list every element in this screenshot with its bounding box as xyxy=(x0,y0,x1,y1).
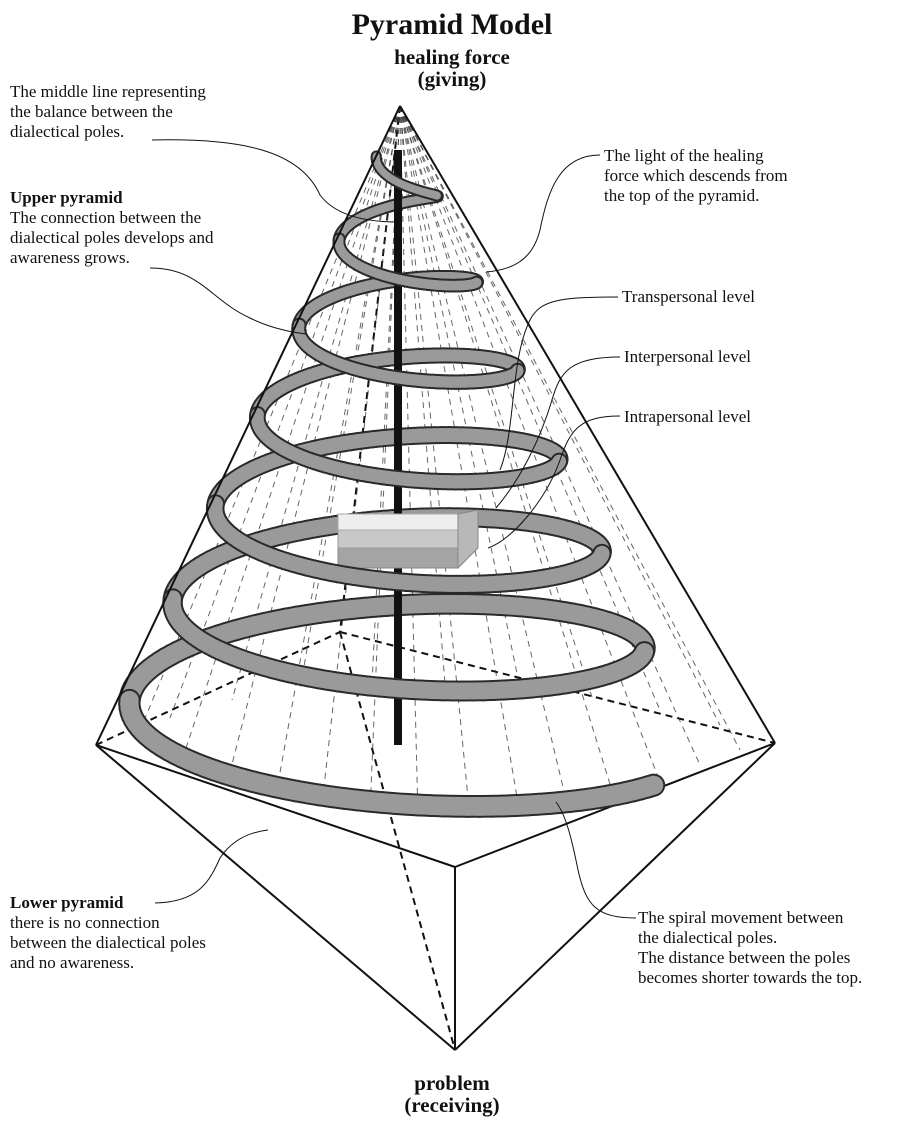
annotation-line: The light of the healing xyxy=(604,146,788,166)
level-block-side xyxy=(458,510,478,568)
lower-pyramid-heading: Lower pyramid xyxy=(10,893,206,913)
middle-line-annotation: The middle line representing the balance… xyxy=(10,82,206,142)
top-pole-line-1: healing force xyxy=(252,46,652,68)
annotation-line: between the dialectical poles xyxy=(10,933,206,953)
bottom-pole-line-1: problem xyxy=(302,1072,602,1094)
bottom-pole-line-2: (receiving) xyxy=(302,1094,602,1116)
spiral-annotation: The spiral movement between the dialecti… xyxy=(638,908,862,988)
upper-pyramid-annotation: Upper pyramid The connection between the… xyxy=(10,188,213,268)
level-blocks xyxy=(338,510,478,568)
interpersonal-block xyxy=(338,530,458,548)
annotation-line: becomes shorter towards the top. xyxy=(638,968,862,988)
intrapersonal-block xyxy=(338,548,458,568)
annotation-line: The connection between the xyxy=(10,208,213,228)
light-ray xyxy=(400,106,418,816)
annotation-line: The distance between the poles xyxy=(638,948,862,968)
light-ray xyxy=(400,106,520,815)
transpersonal-block xyxy=(338,514,458,530)
page-title: Pyramid Model xyxy=(252,8,652,42)
lower-pyramid-annotation: Lower pyramid there is no connection bet… xyxy=(10,893,206,973)
annotation-line: awareness grows. xyxy=(10,248,213,268)
annotation-line: and no awareness. xyxy=(10,953,206,973)
transpersonal-level-label: Transpersonal level xyxy=(622,287,755,307)
intrapersonal-level-label: Intrapersonal level xyxy=(624,407,751,427)
top-pole-label: healing force (giving) xyxy=(252,46,652,90)
annotation-line: dialectical poles. xyxy=(10,122,206,142)
light-ray xyxy=(400,106,568,808)
upper-pyramid-leader xyxy=(150,268,306,334)
interpersonal-level-label: Interpersonal level xyxy=(624,347,751,367)
light-annotation: The light of the healing force which des… xyxy=(604,146,788,206)
upper-pyramid-heading: Upper pyramid xyxy=(10,188,213,208)
top-pole-line-2: (giving) xyxy=(252,68,652,90)
annotation-line: the balance between the xyxy=(10,102,206,122)
healing-light-rays xyxy=(138,106,740,818)
annotation-line: The spiral movement between xyxy=(638,908,862,928)
annotation-line: there is no connection xyxy=(10,913,206,933)
annotation-line: The middle line representing xyxy=(10,82,206,102)
annotation-line: the top of the pyramid. xyxy=(604,186,788,206)
bottom-pole-label: problem (receiving) xyxy=(302,1072,602,1116)
spiral-leader xyxy=(556,802,636,918)
light-leader xyxy=(486,155,600,272)
annotation-line: the dialectical poles. xyxy=(638,928,862,948)
annotation-line: dialectical poles develops and xyxy=(10,228,213,248)
annotation-line: force which descends from xyxy=(604,166,788,186)
